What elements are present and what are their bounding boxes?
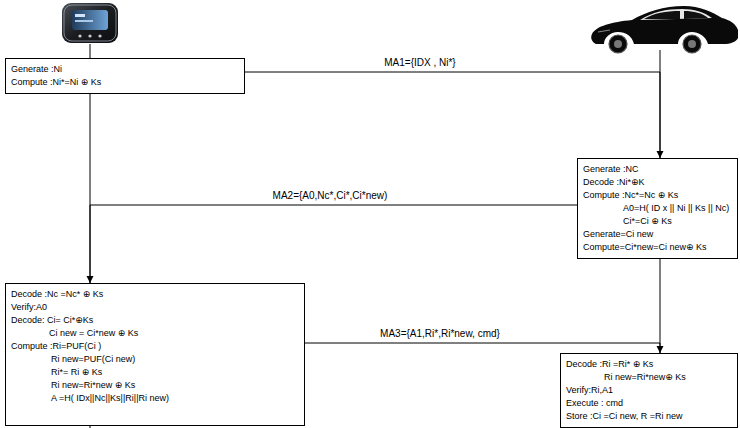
process-box: Generate :NiCompute :Ni*=Ni ⊕ Ks [5,58,245,94]
step-text: Generate :Ni [11,63,62,76]
key-fob-illustration [62,3,118,43]
step-text: Ci*=Ci ⊕ Ks [623,215,672,228]
arrow-head [657,151,664,158]
step-text: Decode :Nc =Nc* ⊕ Ks [11,288,103,301]
process-box: Decode :Ri =Ri* ⊕ KsRi new=Ri*new⊕ KsVer… [560,353,738,428]
message-arrow [305,343,660,353]
step-text: A0=H( ID x || Ni || Ks || Nc) [623,202,729,215]
step-text: Decode :Ni*⊕K [583,176,645,189]
step-text: Compute :Ri=PUF(Ci ) [11,340,101,353]
step-text: Store :Ci =Ci new, R =Ri new [566,410,683,423]
step-text: Verify:A0 [11,301,47,314]
step-text: Generate=Ci new [583,228,653,241]
step-text: Compute=Ci*new=Ci new⊕ Ks [583,241,707,254]
step-text: Ri*= Ri ⊕ Ks [51,366,102,379]
message-label: MA3={A1,Ri*,Ri*new, cmd} [378,328,502,340]
step-text: Decode :Ri =Ri* ⊕ Ks [566,358,653,371]
step-text: Generate :NC [583,163,639,176]
step-text: Decode: Ci= Ci*⊕Ks [11,314,93,327]
step-text: A =H( IDx||Nc||Ks||Ri||Ri new) [51,392,169,405]
message-arrow [245,72,660,158]
step-text: Verify:Ri,A1 [566,384,613,397]
process-box: Generate :NCDecode :Ni*⊕KCompute :Nc*=Nc… [577,158,738,259]
step-text: Ri new=PUF(Ci new) [51,353,135,366]
step-text: Ri new=Ri*new ⊕ Ks [51,379,135,392]
step-text: Execute : cmd [566,397,623,410]
arrow-head [87,276,94,283]
step-text: Ri new=Ri*new⊕ Ks [604,371,686,384]
step-text: Compute :Nc*=Nc ⊕ Ks [583,189,678,202]
message-arrow [90,205,577,283]
car-illustration [591,6,738,53]
step-text: Ci new = Ci*new ⊕ Ks [49,327,138,340]
step-text: Compute :Ni*=Ni ⊕ Ks [11,76,101,89]
process-box: Decode :Nc =Nc* ⊕ KsVerify:A0Decode: Ci=… [5,283,305,426]
message-label: MA2={A0,Nc*,Ci*,Ci*new) [271,190,390,202]
message-label: MA1={IDX , Ni*} [382,57,457,69]
arrow-head [657,346,664,353]
